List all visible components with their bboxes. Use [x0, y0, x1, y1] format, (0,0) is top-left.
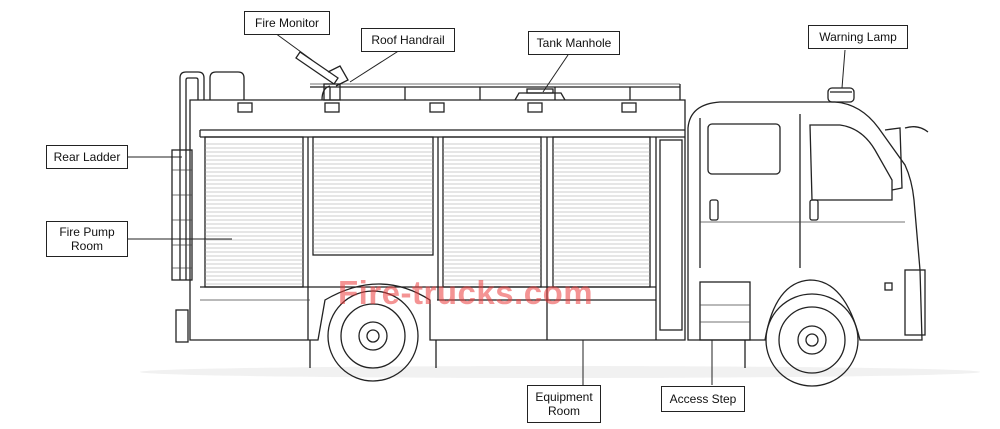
access-step-label: Access Step	[661, 386, 745, 412]
fire-pump-room-label: Fire Pump Room	[46, 221, 128, 257]
truck-body	[171, 51, 686, 343]
truck-cab	[687, 87, 929, 341]
front-wheel	[765, 293, 859, 387]
ground-shadow	[140, 366, 980, 378]
watermark: Fire-trucks.com	[338, 274, 594, 311]
roof-handrail-label: Roof Handrail	[361, 28, 455, 52]
fire-monitor-label: Fire Monitor	[244, 11, 330, 35]
rear-wheel	[327, 290, 419, 382]
equipment-room-label: Equipment Room	[527, 385, 601, 423]
rear-ladder-label: Rear Ladder	[46, 145, 128, 169]
tank-manhole-label: Tank Manhole	[528, 31, 620, 55]
warning-lamp-label: Warning Lamp	[808, 25, 908, 49]
leader-lines	[127, 32, 846, 385]
